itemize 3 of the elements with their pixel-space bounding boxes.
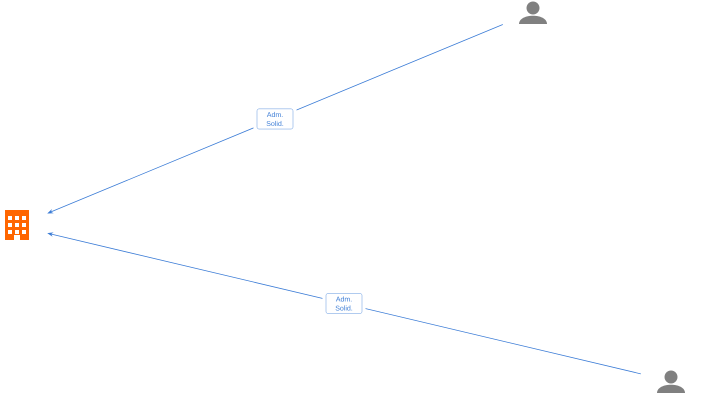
building-icon [5,210,29,240]
person-icon [519,2,547,24]
person-icon [657,370,685,393]
